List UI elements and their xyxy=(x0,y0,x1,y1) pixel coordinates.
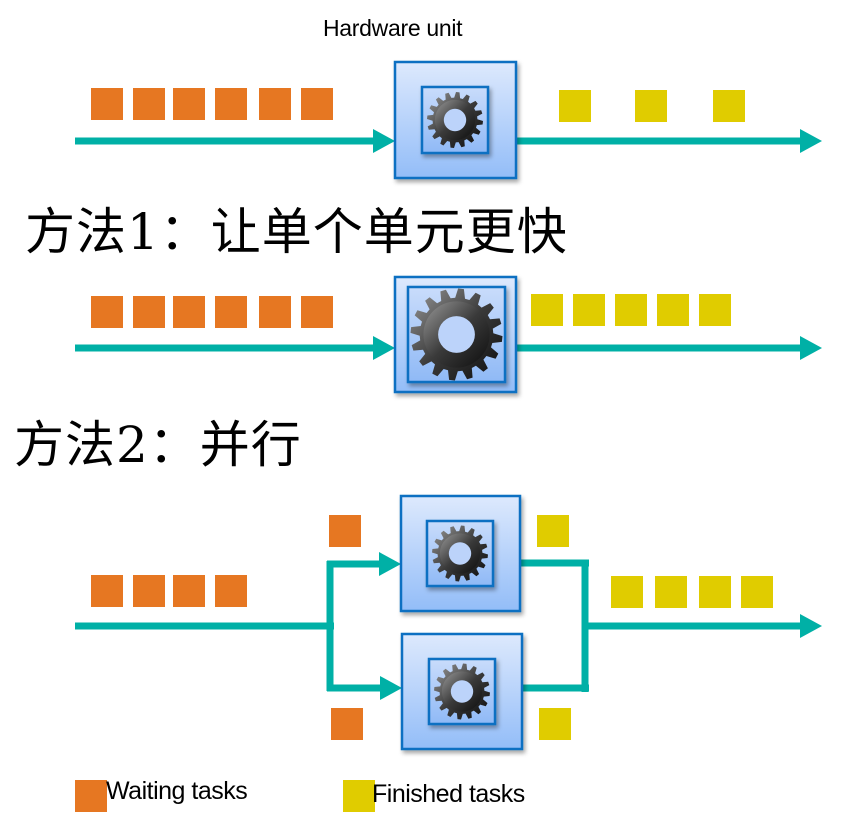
row2-faster-unit xyxy=(393,275,518,394)
finished-task xyxy=(615,294,647,326)
legend-waiting-label: Waiting tasks xyxy=(106,777,248,805)
branch-finished-task xyxy=(539,708,571,740)
row1-hardware-unit xyxy=(393,60,518,180)
hardware-unit-label: Hardware unit xyxy=(323,15,463,41)
gear-icon xyxy=(427,92,483,148)
waiting-task xyxy=(173,575,205,607)
row3-upper-unit xyxy=(399,494,522,613)
row3-lower-unit xyxy=(400,632,524,751)
arrow-right-icon xyxy=(379,552,401,576)
arrow-right-icon xyxy=(800,129,822,153)
gear-hole xyxy=(443,108,467,132)
gear-icon xyxy=(432,525,488,582)
legend-waiting-swatch xyxy=(75,780,107,812)
finished-task xyxy=(699,576,731,608)
branch-waiting-task xyxy=(329,515,361,547)
gear-hole xyxy=(438,316,475,353)
method1-heading: 方法1：让单个单元更快 xyxy=(25,203,568,261)
branch-finished-task xyxy=(537,515,569,547)
finished-task xyxy=(573,294,605,326)
waiting-task xyxy=(133,88,165,120)
waiting-task xyxy=(91,296,123,328)
waiting-task xyxy=(91,575,123,607)
waiting-task xyxy=(215,296,247,328)
waiting-task xyxy=(173,88,205,120)
finished-task xyxy=(531,294,563,326)
gear-icon xyxy=(410,288,503,381)
waiting-task xyxy=(215,575,247,607)
waiting-task xyxy=(133,575,165,607)
waiting-task xyxy=(259,296,291,328)
waiting-task xyxy=(259,88,291,120)
waiting-task xyxy=(215,88,247,120)
legend-finished-swatch xyxy=(343,780,375,812)
legend-finished-label: Finished tasks xyxy=(372,780,525,808)
finished-task xyxy=(713,90,745,122)
waiting-task xyxy=(301,88,333,120)
arrow-right-icon xyxy=(373,336,395,360)
waiting-task xyxy=(173,296,205,328)
finished-task xyxy=(657,294,689,326)
waiting-task xyxy=(133,296,165,328)
finished-task xyxy=(655,576,687,608)
method2-heading: 方法2：并行 xyxy=(14,416,302,474)
finished-task xyxy=(635,90,667,122)
arrow-right-icon xyxy=(373,129,395,153)
arrow-right-icon xyxy=(380,676,402,700)
finished-task xyxy=(611,576,643,608)
arrow-right-icon xyxy=(800,614,822,638)
finished-task xyxy=(741,576,773,608)
arrow-right-icon xyxy=(800,336,822,360)
finished-task xyxy=(559,90,591,122)
branch-waiting-task xyxy=(331,708,363,740)
gear-icon xyxy=(434,663,490,720)
waiting-task xyxy=(301,296,333,328)
finished-task xyxy=(699,294,731,326)
waiting-task xyxy=(91,88,123,120)
gear-hole xyxy=(450,680,474,703)
gear-hole xyxy=(448,542,472,565)
